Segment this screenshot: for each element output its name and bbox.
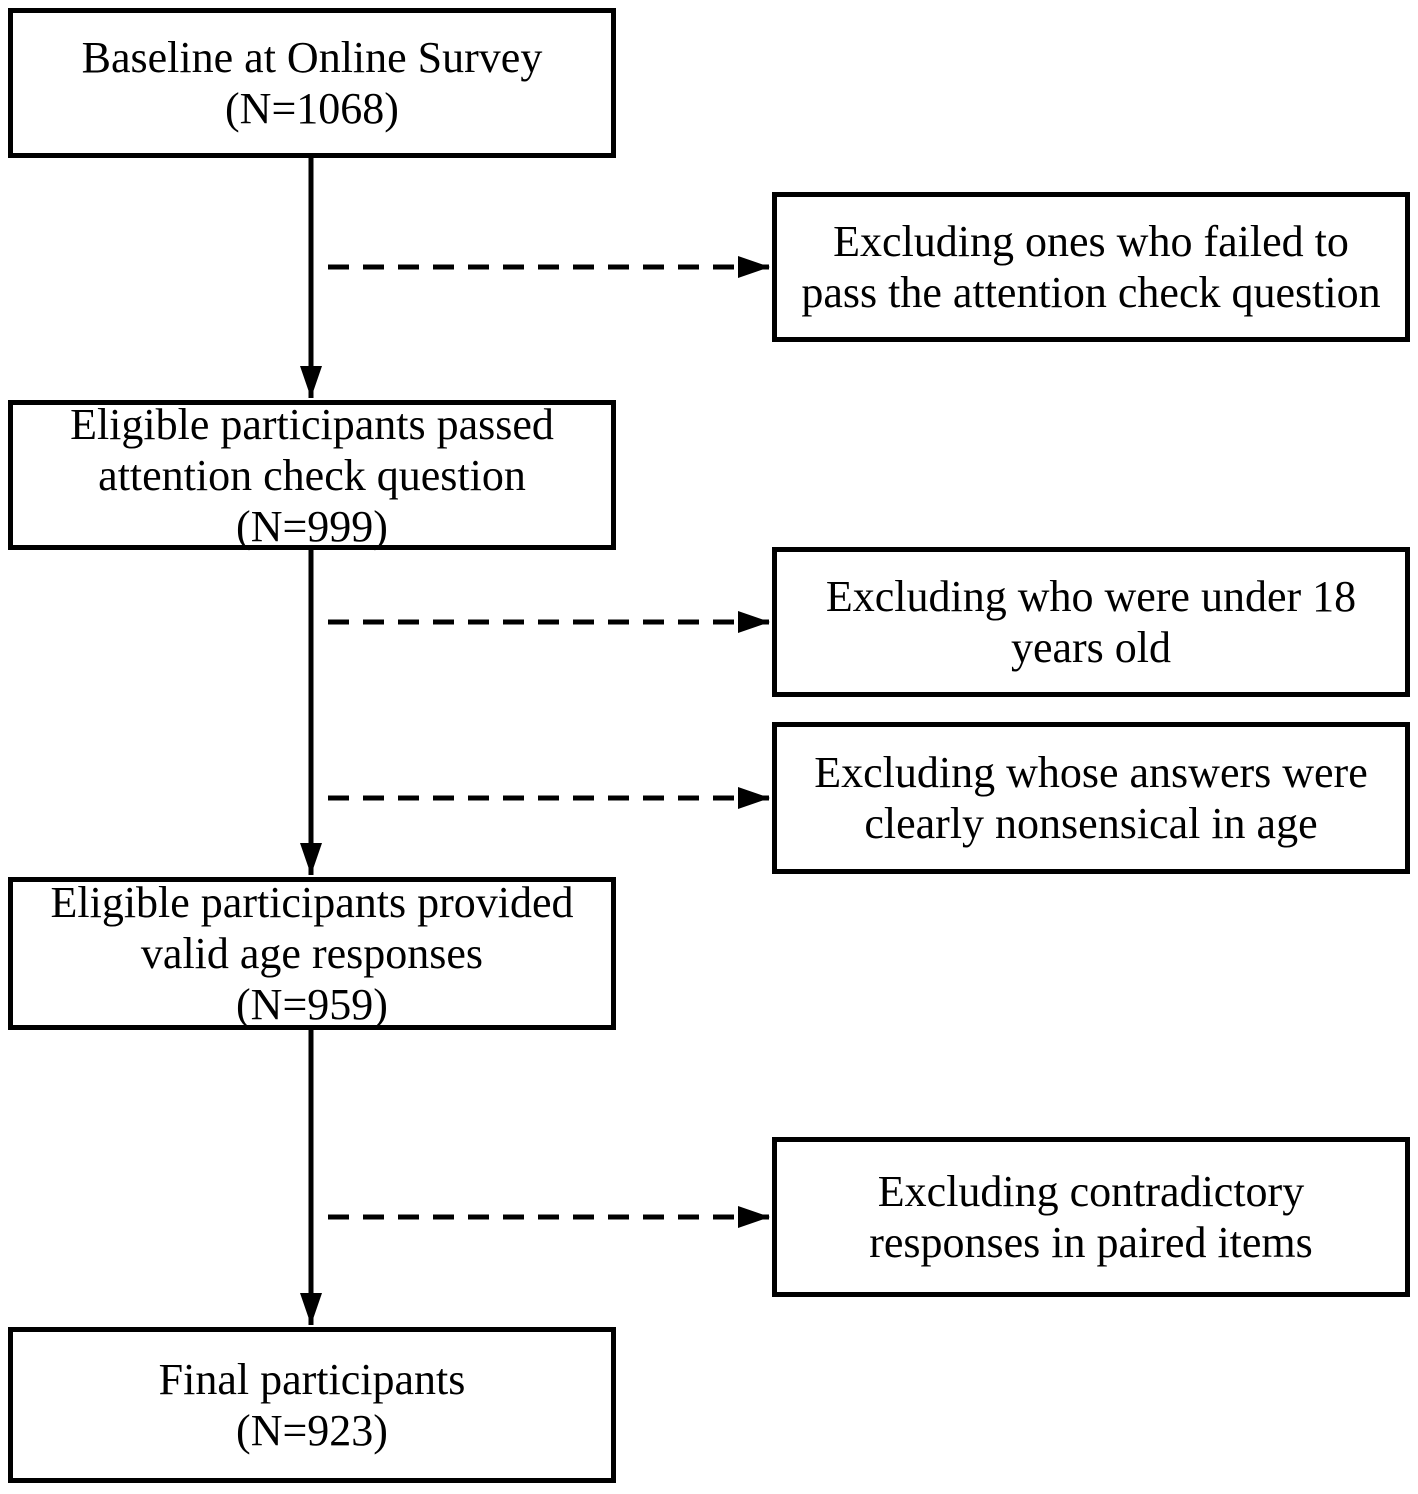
exclusion-box-under-18-label: Excluding who were under 18 years old	[825, 572, 1357, 672]
flow-box-baseline: Baseline at Online Survey (N=1068)	[8, 8, 616, 158]
flow-box-attention-check-label: Eligible participants passed attention c…	[70, 399, 554, 551]
exclusion-box-contradictory-paired: Excluding contradictory responses in pai…	[772, 1137, 1410, 1297]
exclusion-box-failed-attention-check: Excluding ones who failed to pass the at…	[772, 192, 1410, 342]
exclusion-box-nonsensical-age-label: Excluding whose answers were clearly non…	[814, 748, 1368, 848]
exclusion-box-nonsensical-age: Excluding whose answers were clearly non…	[772, 722, 1410, 874]
flow-box-valid-age-label: Eligible participants provided valid age…	[50, 878, 574, 1029]
exclusion-box-contradictory-paired-label: Excluding contradictory responses in pai…	[869, 1167, 1313, 1267]
exclusion-box-failed-attention-check-label: Excluding ones who failed to pass the at…	[801, 217, 1381, 317]
flow-box-baseline-label: Baseline at Online Survey (N=1068)	[81, 33, 543, 133]
flow-box-valid-age: Eligible participants provided valid age…	[8, 877, 616, 1030]
flow-box-final: Final participants (N=923)	[8, 1327, 616, 1483]
flow-box-final-label: Final participants (N=923)	[158, 1355, 466, 1455]
exclusion-box-under-18: Excluding who were under 18 years old	[772, 547, 1410, 697]
flow-box-attention-check: Eligible participants passed attention c…	[8, 399, 616, 551]
